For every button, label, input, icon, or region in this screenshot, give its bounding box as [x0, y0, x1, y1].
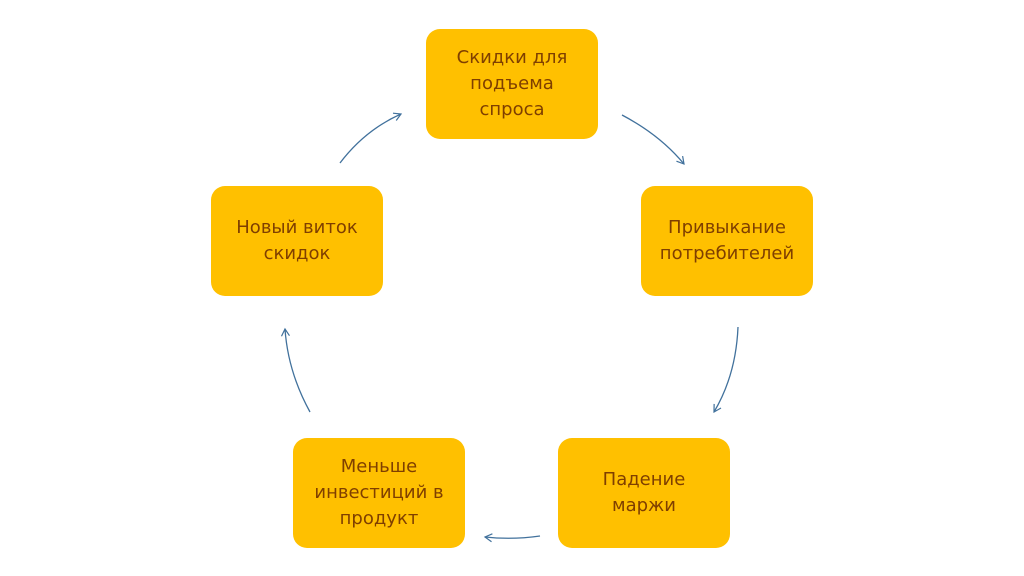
node-consumer-habituation: Привыкание потребителей	[641, 186, 813, 296]
node-less-investment: Меньше инвестиций в продукт	[293, 438, 465, 548]
arrow-5-to-1	[339, 112, 403, 164]
arrow-1-to-2	[621, 114, 685, 165]
node-discounts: Скидки для подъема спроса	[426, 29, 598, 139]
arrow-3-to-4	[483, 533, 541, 543]
node-label: Новый виток скидок	[236, 217, 358, 264]
node-label: Падение маржи	[602, 469, 686, 516]
arrow-2-to-3	[713, 326, 739, 414]
arrow-4-to-5	[280, 327, 311, 413]
node-new-discount-round: Новый виток скидок	[211, 186, 383, 296]
node-label: Скидки для подъема спроса	[456, 47, 568, 120]
node-label: Меньше инвестиций в продукт	[314, 456, 444, 529]
node-margin-decline: Падение маржи	[558, 438, 730, 548]
node-label: Привыкание потребителей	[659, 217, 795, 264]
